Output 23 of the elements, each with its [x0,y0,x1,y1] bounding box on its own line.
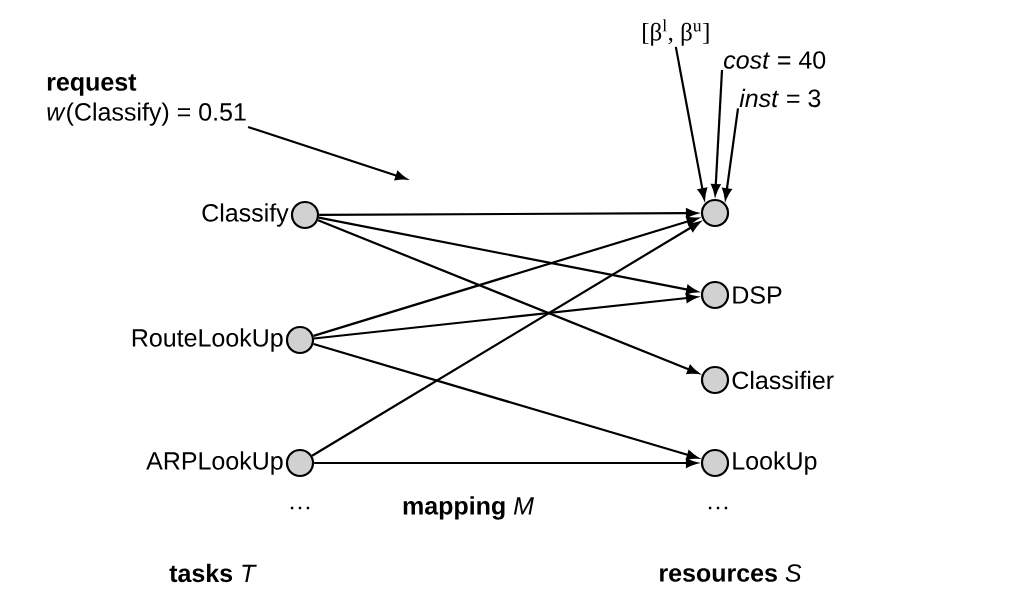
caption-text: tasks T [169,563,257,583]
annotation-text: inst = 3 [739,88,821,108]
node-label: Classifier [732,370,834,390]
node-label: LookUp [733,451,817,475]
ellipsis: … [708,506,728,510]
caption-text: mapping M [403,496,534,520]
annotation-text: cost = 40 [724,51,826,69]
arrow [314,458,698,468]
ellipsis: … [290,506,310,510]
node-label: DSP [733,286,782,304]
arrow [722,108,740,200]
node-label: RouteLookUp [132,328,283,352]
arrow [247,125,407,181]
formula-label: [β$^{l}$, β$^{u}$] [643,19,709,46]
node-label: Classify [202,203,289,227]
resource-circle [700,198,730,228]
arrow [674,46,708,200]
arrow [711,70,724,196]
node-label: ARPLookUp [146,451,283,475]
caption-text: resources S [660,564,802,582]
arrow [319,208,698,218]
arrow [313,342,699,460]
annotation-text: request w(Classify) = 0.51 [47,74,246,126]
